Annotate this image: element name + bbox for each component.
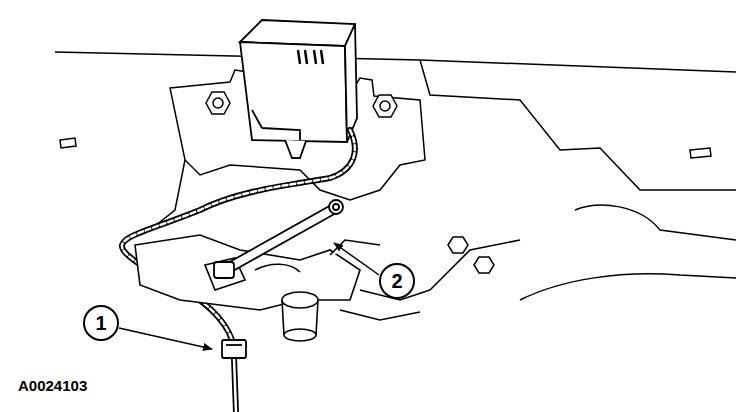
nut [448, 237, 468, 253]
rod [329, 200, 343, 214]
linkage-body [135, 235, 360, 310]
leader-line [119, 243, 379, 349]
module [298, 50, 323, 64]
callout-number: 1 [95, 313, 106, 333]
bolt [206, 92, 230, 114]
module [240, 42, 347, 142]
wire [234, 358, 236, 412]
rod [214, 200, 343, 278]
linkage-body [282, 292, 318, 308]
panel-edge [60, 138, 76, 148]
figure-id: A0024103 [18, 378, 87, 395]
nut [448, 237, 494, 273]
linkage-body [330, 240, 380, 255]
panel-edge [690, 148, 711, 158]
leader-line [119, 328, 212, 349]
rod [333, 204, 339, 210]
panel-edge [420, 60, 736, 190]
linkage-body [135, 235, 520, 341]
panel-edge [520, 274, 736, 300]
rod [226, 204, 338, 272]
connector [226, 344, 242, 346]
bolt [213, 98, 223, 108]
bolt [373, 95, 397, 117]
linkage-body [284, 329, 316, 341]
module [285, 140, 306, 158]
panel-edge [55, 52, 736, 72]
panel-edge [575, 205, 736, 240]
wire [122, 130, 355, 340]
module [345, 24, 357, 142]
wire [122, 130, 355, 340]
callout-circle: 2 [379, 263, 415, 299]
linkage-body [255, 264, 300, 272]
nut [474, 257, 494, 273]
module [252, 110, 300, 140]
connector [222, 340, 246, 358]
callout-circle: 1 [83, 305, 119, 341]
wire [234, 358, 236, 412]
leader-line [334, 243, 379, 275]
linkage-body [430, 240, 520, 290]
bolt [380, 101, 390, 111]
callout-number: 2 [391, 271, 402, 291]
rod [214, 262, 234, 278]
module [240, 20, 357, 158]
connector [222, 340, 246, 358]
